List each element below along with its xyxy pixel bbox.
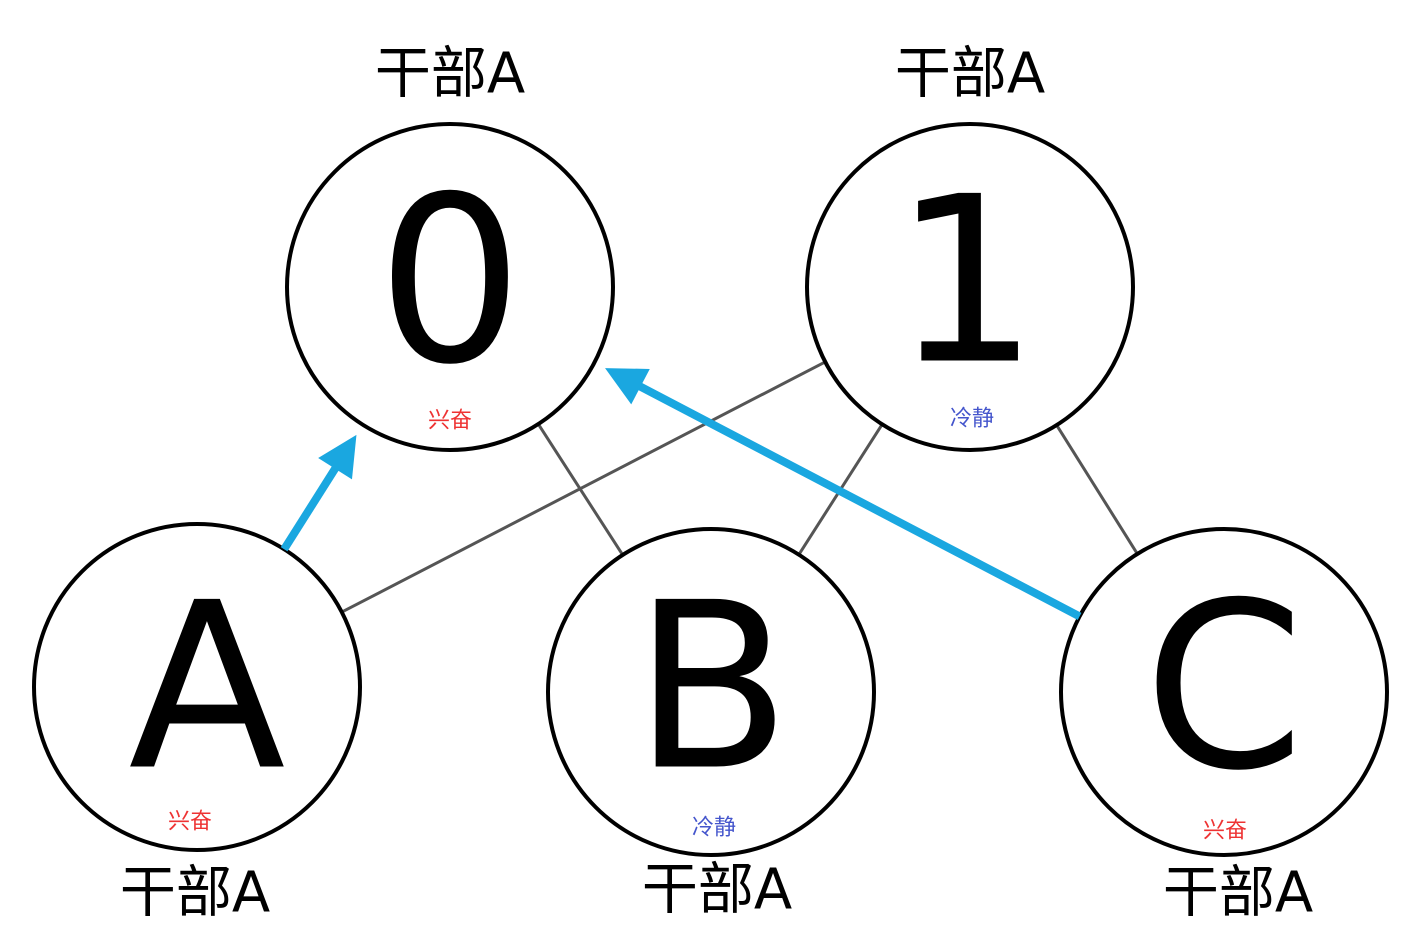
edge-one-c (1055, 424, 1139, 555)
node-b-state: 冷静 (692, 816, 736, 841)
node-one-state: 冷静 (950, 407, 994, 432)
node-one: 干部A 1 冷静 (805, 42, 1135, 452)
node-c-state: 兴奋 (1203, 819, 1247, 844)
node-zero-letter: 0 (377, 149, 523, 416)
node-one-role: 干部A (895, 42, 1045, 107)
arrowhead-c-to-zero (605, 368, 650, 405)
node-zero-circle (285, 122, 615, 452)
node-b-letter: B (633, 555, 791, 822)
node-zero-state: 兴奋 (428, 409, 472, 434)
arrow-a-to-zero (280, 463, 341, 552)
node-one-letter: 1 (893, 149, 1039, 416)
node-b-circle (546, 527, 876, 857)
node-one-circle (805, 122, 1135, 452)
node-a-state: 兴奋 (168, 810, 212, 835)
edge-one-a (341, 360, 826, 614)
node-zero-role: 干部A (375, 42, 525, 107)
node-a-letter: A (128, 555, 285, 822)
arrows-layer (280, 368, 1082, 620)
node-b-role: 干部A (642, 858, 792, 923)
node-a: A 兴奋 干部A (32, 522, 362, 926)
arrowhead-a-to-zero (318, 434, 357, 480)
node-zero: 干部A 0 兴奋 (285, 42, 615, 452)
node-c-role: 干部A (1163, 861, 1313, 926)
arrow-c-to-zero (635, 381, 1082, 620)
node-b: B 冷静 干部A (546, 527, 876, 923)
node-c-circle (1059, 527, 1389, 857)
node-a-role: 干部A (120, 861, 270, 926)
node-a-circle (32, 522, 362, 852)
node-c: C 兴奋 干部A (1059, 527, 1389, 926)
node-c-letter: C (1144, 555, 1305, 822)
